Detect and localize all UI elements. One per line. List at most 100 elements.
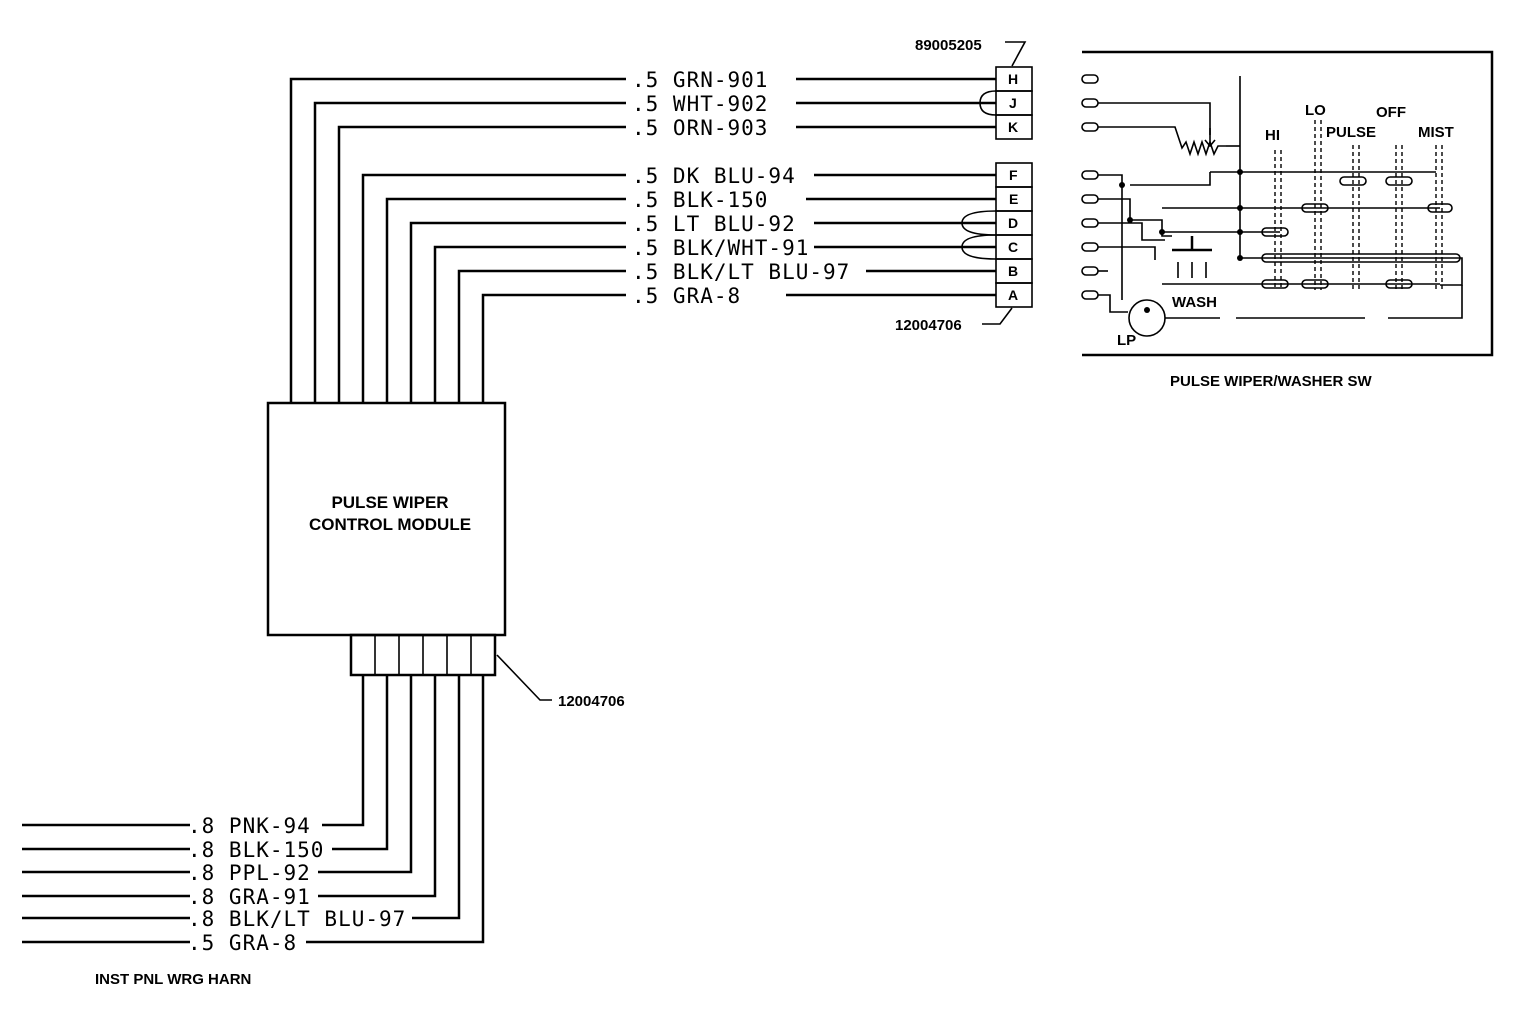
wire-label: .5 GRA-8 bbox=[632, 284, 741, 308]
lower-wire bbox=[22, 675, 389, 851]
pin-label-D: D bbox=[1008, 215, 1018, 231]
module-title-line2: CONTROL MODULE bbox=[309, 515, 471, 534]
lower-wire bbox=[22, 675, 485, 944]
switch-terminal bbox=[1081, 218, 1099, 228]
connector-main: F E D C B A bbox=[995, 162, 1033, 308]
junction-dot bbox=[1159, 229, 1165, 235]
wire-blk-150 bbox=[385, 197, 996, 403]
circuit-trace bbox=[1130, 171, 1436, 186]
circuit-trace bbox=[1165, 285, 1463, 319]
switch-contact bbox=[1385, 176, 1413, 186]
wire-label: .5 BLK-150 bbox=[632, 188, 768, 212]
pin-label-A: A bbox=[1008, 287, 1018, 303]
junction-dot bbox=[1127, 217, 1133, 223]
circuit-trace bbox=[1098, 102, 1211, 135]
wire-label: .8 PPL-92 bbox=[188, 861, 311, 885]
lower-wire bbox=[22, 675, 413, 874]
switch-terminal bbox=[1081, 266, 1099, 276]
pin-label-E: E bbox=[1009, 191, 1018, 207]
switch-terminal bbox=[1081, 98, 1099, 108]
junction-dot bbox=[1119, 182, 1125, 188]
circuit-trace bbox=[1098, 294, 1128, 313]
module-connector-part-number: 12004706 bbox=[558, 693, 625, 710]
switch-title: PULSE WIPER/WASHER SW bbox=[1170, 373, 1373, 390]
lamp-label: LP bbox=[1117, 332, 1136, 349]
switch-position-lo: LO bbox=[1305, 102, 1326, 119]
wire-label: .8 BLK/LT BLU-97 bbox=[188, 907, 406, 931]
switch-position-hi: HI bbox=[1265, 127, 1280, 144]
wire-gra-8 bbox=[481, 293, 996, 403]
lamp-filament bbox=[1144, 307, 1150, 313]
lower-wire bbox=[22, 675, 461, 920]
wire-label: .5 ORN-903 bbox=[632, 116, 768, 140]
pin-label-B: B bbox=[1008, 263, 1018, 279]
wire-label: .5 BLK/LT BLU-97 bbox=[632, 260, 850, 284]
switch-position-mist: MIST bbox=[1418, 124, 1454, 141]
connector-top-part-number: 89005205 bbox=[915, 37, 982, 54]
wire-lt-blu-92 bbox=[409, 221, 996, 403]
switch-position-off: OFF bbox=[1376, 104, 1406, 121]
potentiometer-wiper bbox=[1204, 128, 1216, 148]
connector-main-part-number: 12004706 bbox=[895, 317, 962, 334]
junction-dot bbox=[1237, 229, 1243, 235]
switch-housing bbox=[1082, 50, 1494, 357]
wire-label: .5 LT BLU-92 bbox=[632, 212, 796, 236]
pin-label-K: K bbox=[1008, 119, 1018, 135]
switch-terminal bbox=[1081, 242, 1099, 252]
connector-main-leader bbox=[982, 307, 1013, 325]
wire-label: .8 GRA-91 bbox=[188, 885, 311, 909]
switch-terminals bbox=[1081, 74, 1099, 300]
switch-terminal bbox=[1081, 74, 1099, 84]
lower-wire bbox=[22, 675, 365, 827]
wire-blk-wht-91 bbox=[433, 245, 996, 403]
wash-label: WASH bbox=[1172, 294, 1217, 311]
control-module: PULSE WIPER CONTROL MODULE bbox=[266, 401, 507, 677]
wire-wht-902 bbox=[313, 101, 996, 403]
wire-orn-903 bbox=[337, 125, 996, 403]
pin-label-C: C bbox=[1008, 239, 1018, 255]
wire-label: .5 GRA-8 bbox=[188, 931, 297, 955]
wire-label: .5 WHT-902 bbox=[632, 92, 768, 116]
switch-contact bbox=[1427, 203, 1453, 213]
junction-dot bbox=[1237, 169, 1243, 175]
switch-terminal bbox=[1081, 122, 1099, 132]
switch-position-pulse: PULSE bbox=[1326, 124, 1376, 141]
lower-wire-labels: .8 PNK-94 .8 BLK-150 .8 PPL-92 .8 GRA-91… bbox=[188, 814, 406, 955]
switch-contact bbox=[1385, 279, 1413, 289]
connector-top: H J K bbox=[995, 66, 1033, 140]
upper-wires bbox=[289, 77, 996, 403]
circuit-trace bbox=[1240, 257, 1463, 286]
switch-circuit bbox=[1098, 76, 1463, 337]
switch-terminal bbox=[1081, 290, 1099, 300]
connector-top-leader bbox=[1005, 41, 1027, 67]
pin-label-J: J bbox=[1009, 95, 1017, 111]
junction-dot bbox=[1237, 205, 1243, 211]
circuit-trace bbox=[1098, 174, 1123, 300]
module-title-line1: PULSE WIPER bbox=[331, 493, 448, 512]
lower-wire bbox=[22, 675, 437, 898]
wire-blk-lt-blu-97 bbox=[457, 269, 996, 403]
wire-label: .8 BLK-150 bbox=[188, 838, 324, 862]
wire-label: .5 BLK/WHT-91 bbox=[632, 236, 809, 260]
pin-label-H: H bbox=[1008, 71, 1018, 87]
wire-label: .8 PNK-94 bbox=[188, 814, 311, 838]
potentiometer bbox=[1098, 126, 1226, 157]
switch-contact bbox=[1261, 253, 1461, 263]
wash-contact bbox=[1177, 262, 1207, 278]
circuit-trace bbox=[1098, 222, 1165, 241]
wash-contact bbox=[1172, 236, 1212, 252]
harness-label: INST PNL WRG HARN bbox=[95, 971, 251, 988]
switch-terminal bbox=[1081, 170, 1099, 180]
wire-label: .5 GRN-901 bbox=[632, 68, 768, 92]
module-connector-leader bbox=[496, 654, 552, 701]
lower-wires bbox=[22, 675, 485, 944]
wire-dk-blu-94 bbox=[361, 173, 996, 403]
lamp-symbol bbox=[1128, 299, 1166, 337]
wire-label: .5 DK BLU-94 bbox=[632, 164, 796, 188]
circuit-trace bbox=[1098, 246, 1156, 260]
switch-terminal bbox=[1081, 194, 1099, 204]
circuit-trace bbox=[1098, 198, 1172, 237]
washer-switch: HI LO PULSE OFF MIST WASH LP PULSE WIPER… bbox=[1081, 50, 1494, 390]
pin-label-F: F bbox=[1009, 167, 1018, 183]
